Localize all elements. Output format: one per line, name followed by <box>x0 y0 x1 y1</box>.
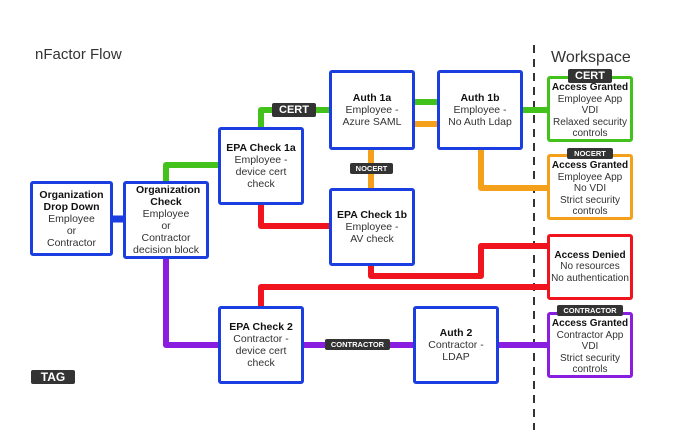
connector-denied-epa1b-to-outcome <box>368 243 548 279</box>
node-line: or <box>161 220 171 232</box>
node-title: EPA Check 1b <box>336 209 408 221</box>
outcome-line: Strict security <box>559 352 620 364</box>
node-title: Auth 2 <box>439 327 473 339</box>
node-title: Organization Check <box>136 184 201 208</box>
node-line: No Auth Ldap <box>448 116 512 128</box>
node-line: Employee <box>48 212 95 225</box>
outcome-line: controls <box>572 128 608 140</box>
edge-tag-cert: CERT <box>272 103 316 117</box>
node-line: or <box>66 224 77 237</box>
node-line: check <box>247 178 275 190</box>
node-organization-check[interactable]: Organization Check Employee or Contracto… <box>123 181 209 259</box>
connector-cert-org-to-epa1a <box>163 162 218 182</box>
node-organization-drop-down[interactable]: Organization Drop Down Employee or Contr… <box>30 181 113 256</box>
node-line: Employee - <box>345 104 399 116</box>
node-line: Contractor - <box>428 339 484 351</box>
outcome-line: VDI <box>581 105 599 117</box>
connector-denied-epa1a-to-epa1b <box>258 204 330 229</box>
connector-contractor-org-to-epa2 <box>163 257 218 348</box>
node-line: Employee <box>142 208 190 220</box>
node-line: Contractor - <box>233 333 289 345</box>
node-line: Employee - <box>453 104 507 116</box>
node-title: Auth 1b <box>460 92 500 104</box>
node-epa-check-1a[interactable]: EPA Check 1a Employee - device cert chec… <box>218 127 304 205</box>
node-auth-1b[interactable]: Auth 1b Employee - No Auth Ldap <box>437 70 523 150</box>
node-line: device cert <box>235 166 287 178</box>
outcome-title: Access Granted <box>551 318 629 330</box>
outcome-title: Access Granted <box>551 160 629 172</box>
edge-tag-nocert: NOCERT <box>350 163 393 174</box>
outcome-tag-contractor: CONTRACTOR <box>557 305 623 316</box>
outcome-line: No resources <box>560 261 620 273</box>
outcome-line: Employee App <box>557 93 623 105</box>
outcome-line: VDI <box>581 341 599 353</box>
node-line: decision block <box>133 244 199 256</box>
node-line: check <box>247 357 275 369</box>
node-line: LDAP <box>442 351 470 363</box>
outcome-line: Strict security <box>559 194 620 206</box>
outcome-line: Employee App <box>557 171 623 183</box>
node-line: Contractor <box>46 236 97 249</box>
outcome-line: controls <box>572 364 608 376</box>
diagram-title: nFactor Flow <box>35 46 122 63</box>
outcome-contractor-access-granted[interactable]: Access Granted Contractor App VDI Strict… <box>547 312 633 378</box>
outcome-tag-nocert: NOCERT <box>567 148 613 159</box>
node-title: EPA Check 2 <box>229 321 293 333</box>
outcome-cert-access-granted[interactable]: Access Granted Employee App VDI Relaxed … <box>547 76 633 142</box>
outcome-line: controls <box>572 206 608 218</box>
node-title: Organization Drop Down <box>39 188 104 213</box>
node-line: Azure SAML <box>342 116 402 128</box>
node-line: device cert <box>235 345 287 357</box>
node-line: Contractor <box>141 232 191 244</box>
outcome-nocert-access-granted[interactable]: Access Granted Employee App No VDI Stric… <box>547 154 633 220</box>
outcome-title: Access Denied <box>554 249 626 261</box>
outcome-title: Access Granted <box>551 82 629 94</box>
node-title: EPA Check 1a <box>226 142 296 154</box>
outcome-line: Contractor App <box>556 329 624 341</box>
node-epa-check-1b[interactable]: EPA Check 1b Employee - AV check <box>329 188 415 266</box>
outcome-line: Relaxed security <box>553 116 627 128</box>
edge-tag-contractor: CONTRACTOR <box>325 339 390 350</box>
connector-denied-epa2-to-outcome <box>258 284 548 307</box>
node-line: Employee - <box>345 221 399 233</box>
node-title: Auth 1a <box>352 92 392 104</box>
outcome-line: No authentication <box>551 272 629 284</box>
node-line: Employee - <box>234 154 288 166</box>
outcome-line: No VDI <box>573 183 607 195</box>
workspace-title: Workspace <box>551 49 631 66</box>
node-auth-1a[interactable]: Auth 1a Employee - Azure SAML <box>329 70 415 150</box>
node-epa-check-2[interactable]: EPA Check 2 Contractor - device cert che… <box>218 306 304 384</box>
legend-tag: TAG <box>31 370 75 384</box>
outcome-tag-cert: CERT <box>568 69 612 83</box>
node-line: AV check <box>350 233 394 245</box>
outcome-access-denied[interactable]: Access Denied No resources No authentica… <box>547 234 633 300</box>
node-auth-2[interactable]: Auth 2 Contractor - LDAP <box>413 306 499 384</box>
connector-nocert-auth1b-to-outcome <box>478 149 548 191</box>
